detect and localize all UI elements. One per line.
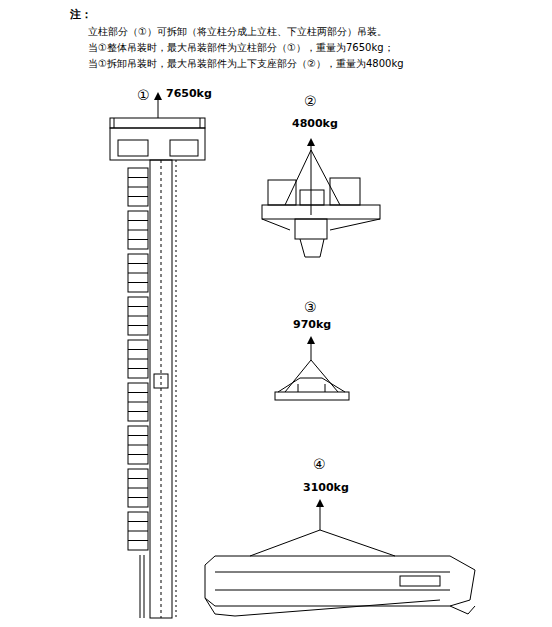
callout-number: ③: [304, 299, 317, 315]
cage-rung: [128, 239, 148, 240]
note-heading: 注：: [70, 9, 92, 22]
cage-rung: [128, 177, 148, 178]
cage-rung: [128, 392, 148, 393]
base-part: [275, 340, 349, 400]
cage-rung: [128, 497, 148, 498]
ladder-cage: [128, 469, 148, 507]
cage-rung: [128, 478, 148, 479]
cage-rung: [128, 273, 148, 274]
cage-rung: [128, 411, 148, 412]
cage-rung: [128, 454, 148, 455]
boom-part: [205, 503, 475, 616]
cage-rung: [128, 435, 148, 436]
cage-rung: [128, 187, 148, 188]
cage-rung: [128, 488, 148, 489]
cage-rung: [128, 316, 148, 317]
callout-number: ④: [313, 456, 326, 472]
callout-number: ②: [304, 93, 317, 109]
note-text: 当①整体吊装时，最大吊装部件为立柱部分（①），重量为7650kg；: [88, 42, 394, 54]
ladder-cage: [128, 168, 148, 206]
weight-label: 4800kg: [292, 118, 338, 131]
cage-rung: [128, 230, 148, 231]
cage-rung: [128, 263, 148, 264]
weight-label: 970kg: [293, 319, 331, 332]
note-text: 立柱部分（①）可拆卸（将立柱分成上立柱、下立柱两部分）吊装。: [88, 26, 387, 38]
callout-number: ①: [137, 87, 150, 103]
cage-rung: [128, 368, 148, 369]
column-part: [110, 96, 205, 618]
cage-rung: [128, 531, 148, 532]
ladder-cage: [128, 383, 148, 421]
cage-rung: [128, 359, 148, 360]
cage-rung: [128, 282, 148, 283]
cage-rung: [128, 349, 148, 350]
support-part: [262, 142, 380, 257]
ladder-cage: [128, 211, 148, 249]
ladder-cage: [128, 512, 148, 550]
weight-label: 3100kg: [303, 482, 349, 495]
weight-label: 7650kg: [166, 88, 212, 101]
ladder-cage: [128, 254, 148, 292]
cage-rung: [128, 540, 148, 541]
cage-rung: [128, 306, 148, 307]
note-text: 当①拆卸吊装时，最大吊装部件为上下支座部分（②），重量为4800kg: [88, 58, 404, 70]
ladder-cage: [128, 426, 148, 464]
cage-rung: [128, 521, 148, 522]
cage-rung: [128, 220, 148, 221]
ladder-cage: [128, 340, 148, 378]
cage-rung: [128, 445, 148, 446]
ladder-cage: [128, 297, 148, 335]
cage-rung: [128, 402, 148, 403]
cage-rung: [128, 325, 148, 326]
cage-rung: [128, 196, 148, 197]
